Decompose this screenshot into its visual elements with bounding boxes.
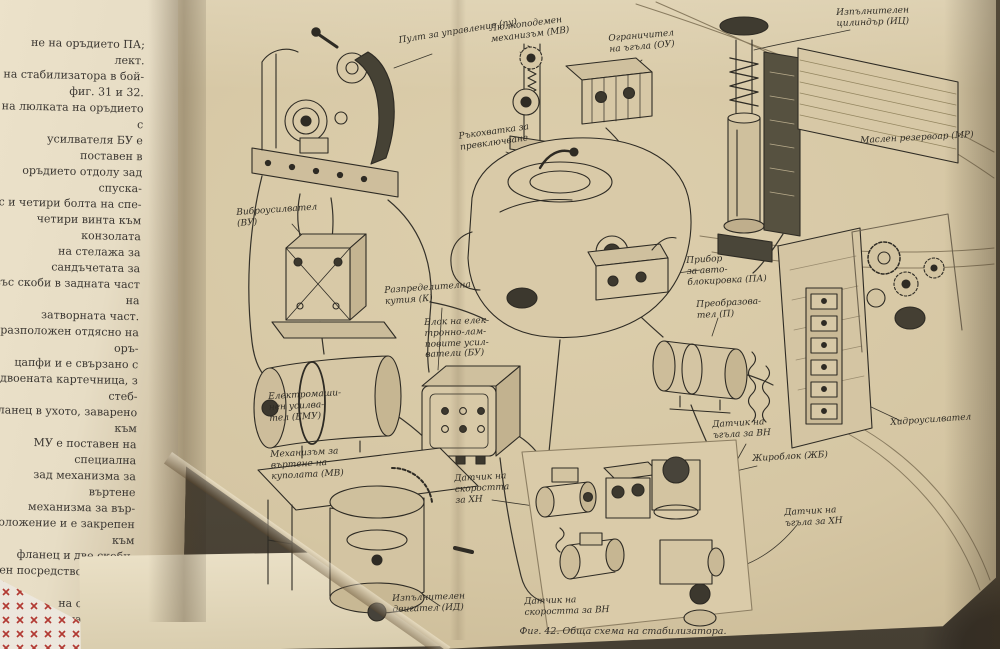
label-turret-rotation-mechanism: Механизъм за въртене на куполата (МВ) (270, 446, 345, 482)
autoblock-device-unit (587, 236, 677, 301)
label-executive-motor: Изпълнителен двигател (ИД) (392, 591, 466, 615)
gear-train-unit (851, 213, 963, 353)
label-speed-sensor-hn: Датчик на скоростта за ХН (454, 471, 510, 506)
label-speed-sensor-vn: Датчик на скоростта за ВН (524, 595, 610, 618)
tube-amplifier-block-unit (421, 365, 521, 465)
label-executive-cylinder: Изпълнителен цилиндър (ИЦ) (836, 5, 910, 29)
gun-breech-unit (450, 137, 692, 339)
angle-limiter-unit (565, 57, 653, 125)
sensor-cluster-units (521, 439, 753, 633)
electromachine-amplifier-unit (253, 355, 402, 459)
label-tube-amplifier-block: Блок на елек- тронно-лам- повите усил- в… (424, 315, 490, 361)
oil-reservoir-unit (763, 47, 959, 237)
executive-cylinder-unit (717, 16, 773, 263)
control-panel-unit (251, 27, 399, 198)
vibro-amplifier-unit (271, 233, 397, 339)
label-autoblock-device: Прибор за авто- блокировка (ПА) (686, 254, 768, 288)
figure-caption: Фиг. 42. Обща схема на стабилизатора. (519, 626, 727, 637)
converter-unit (652, 340, 748, 414)
turret-rotation-mechanism-unit (257, 447, 479, 622)
label-electromachine-amplifier: Електромаши- нен усилва- тел (ЕМУ) (268, 388, 342, 424)
hydro-amplifier-unit (747, 227, 873, 449)
